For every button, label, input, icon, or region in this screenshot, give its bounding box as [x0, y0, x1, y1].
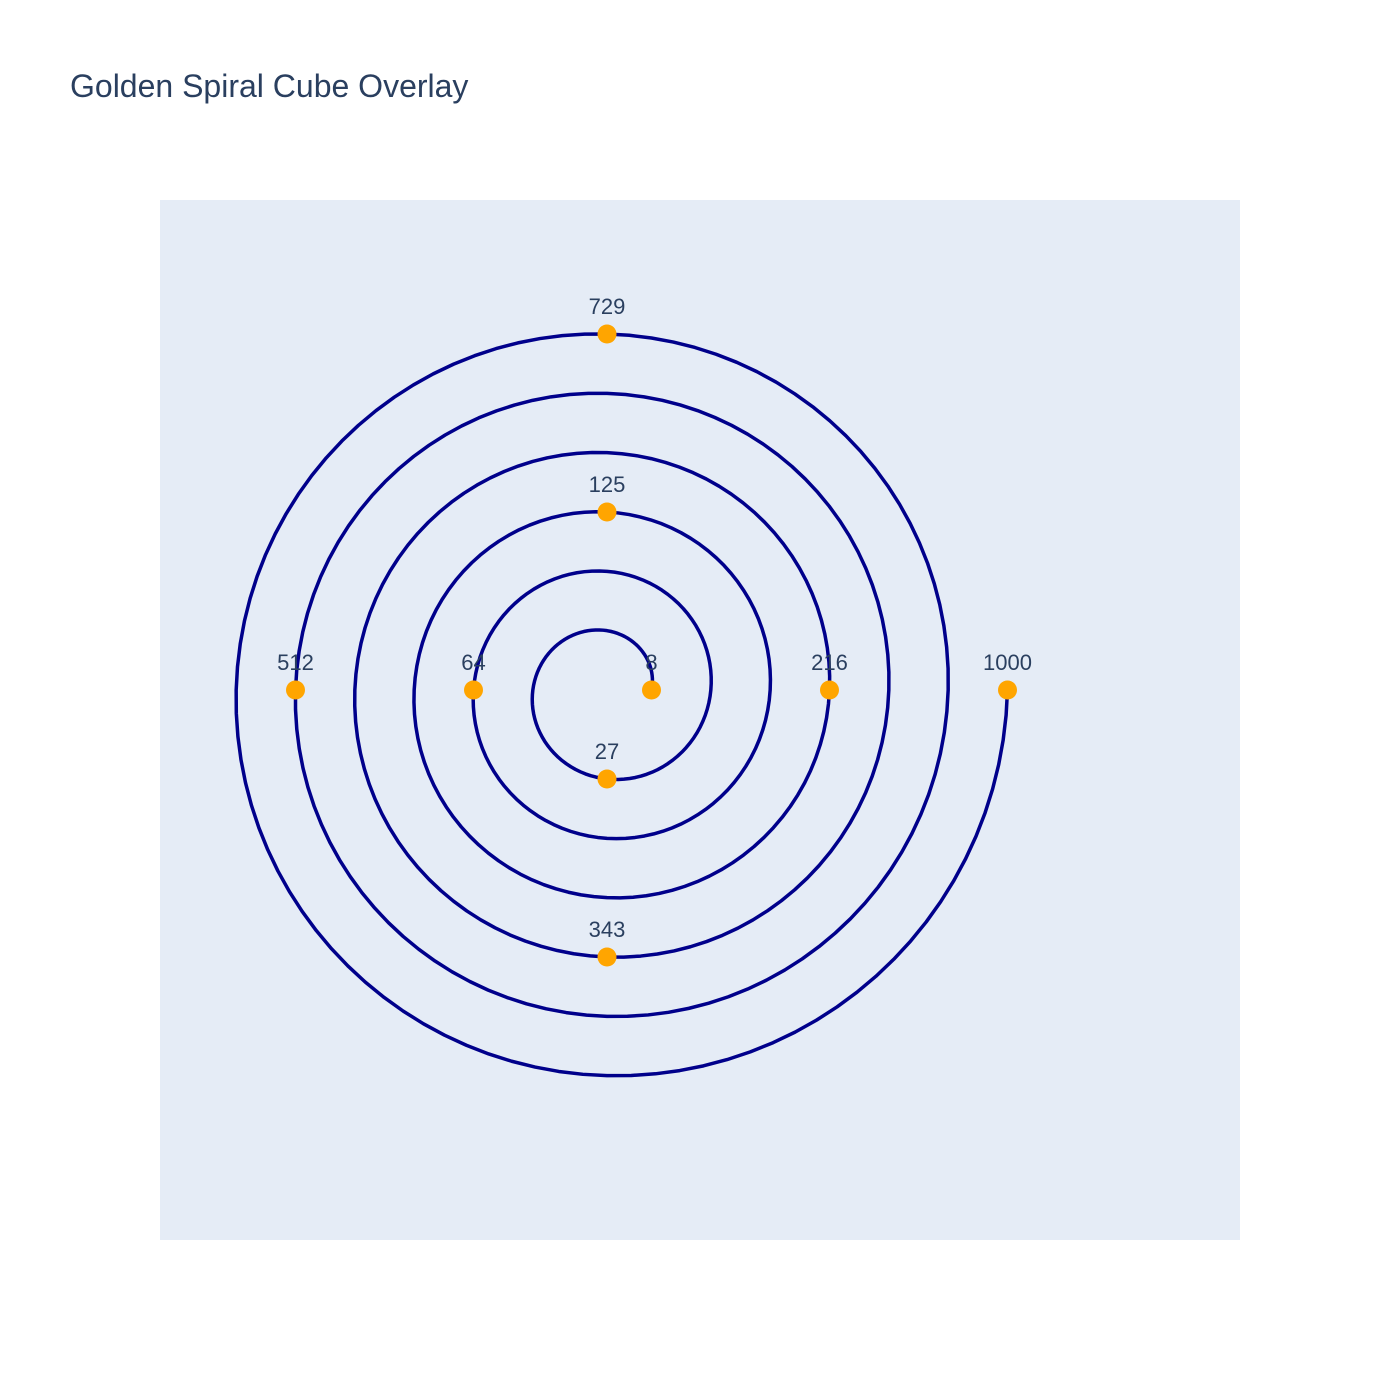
data-label-8: 8 — [645, 650, 657, 675]
markers-group — [286, 324, 1017, 967]
plot-area — [160, 200, 1240, 1240]
data-point-64 — [464, 680, 483, 700]
chart-title: Golden Spiral Cube Overlay — [70, 68, 469, 104]
data-label-729: 729 — [589, 294, 626, 319]
data-label-1000: 1000 — [983, 650, 1032, 675]
data-label-343: 343 — [589, 917, 626, 942]
data-point-1000 — [998, 680, 1017, 700]
data-label-125: 125 — [589, 472, 626, 497]
data-label-512: 512 — [277, 650, 314, 675]
data-point-216 — [820, 680, 839, 700]
data-label-216: 216 — [811, 650, 848, 675]
data-point-729 — [597, 324, 617, 344]
data-point-343 — [597, 947, 617, 967]
data-point-512 — [286, 680, 305, 700]
labels-group: 8 27 64 125 216 343 512 729 1000 — [277, 294, 1032, 942]
data-point-125 — [597, 502, 617, 522]
data-label-64: 64 — [461, 650, 485, 675]
data-point-8 — [642, 680, 661, 700]
data-point-27 — [597, 769, 617, 789]
data-label-27: 27 — [595, 739, 619, 764]
